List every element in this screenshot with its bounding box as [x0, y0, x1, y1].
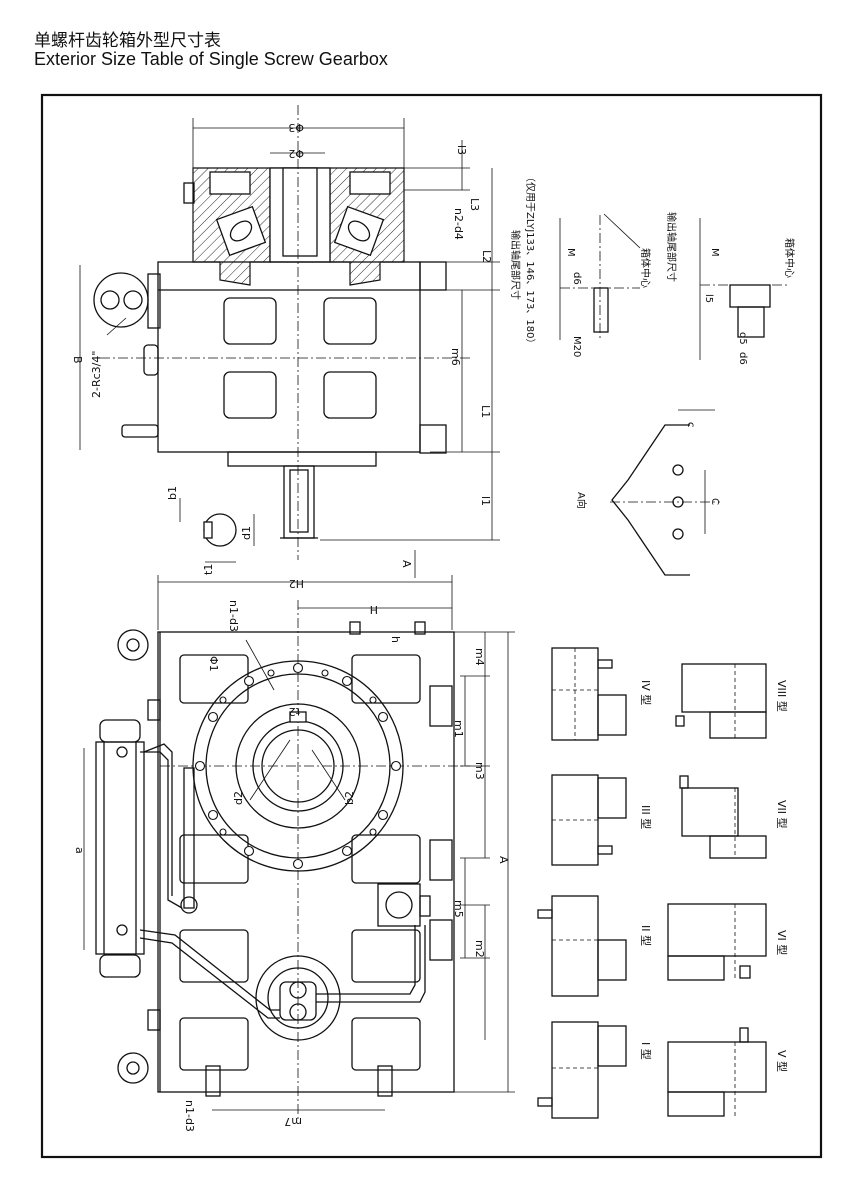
type-iii-label: III 型 — [639, 805, 653, 829]
type-vi-label: VI 型 — [775, 930, 789, 955]
top-view: Φ3 Φ2 l3 L3 n2-d4 L2 — [71, 105, 500, 575]
dim-L1: L1 — [479, 405, 492, 418]
dim-C: C — [709, 498, 720, 505]
dim-L2: L2 — [480, 250, 493, 263]
dim-m1: m1 — [452, 720, 465, 738]
dim-d5: d5 — [737, 332, 748, 345]
type-v-diagram: V 型 — [667, 1027, 789, 1117]
front-view: H2 H A — [73, 550, 515, 1132]
dim-b1: b1 — [166, 486, 179, 500]
dim-l1: l1 — [479, 496, 492, 506]
title-english: Exterior Size Table of Single Screw Gear… — [34, 49, 388, 69]
dim-d1: d1 — [240, 526, 253, 540]
type-v-label: V 型 — [775, 1050, 789, 1072]
type-ii-label: II 型 — [639, 925, 653, 946]
dim-H2: H2 — [289, 577, 304, 590]
shaft-tail-label-cn-2: 输出轴尾部尺寸 — [665, 212, 678, 282]
type-iv-diagram: IV 型 — [551, 647, 653, 741]
dim-M-2: M — [709, 248, 720, 257]
dim-m5: m5 — [452, 900, 465, 918]
dim-a: a — [73, 847, 86, 854]
dim-t2: t2 — [289, 705, 300, 718]
dim-2-rc3-4: 2-Rc3/4" — [90, 351, 103, 398]
shaft-tail-label-cn: 输出轴尾部尺寸 — [509, 230, 522, 300]
dim-d2: d2 — [232, 791, 245, 805]
dim-B: B — [71, 356, 84, 364]
dim-m2: m2 — [473, 940, 486, 958]
A-direction: A向 — [575, 492, 588, 509]
type-viii-diagram: VIII 型 — [675, 663, 789, 739]
dim-d6-1: d6 — [571, 272, 582, 285]
type-i-label: I 型 — [639, 1042, 653, 1060]
type-ii-diagram: II 型 — [537, 895, 653, 997]
type-i-diagram: I 型 — [537, 1021, 653, 1119]
title-chinese: 单螺杆齿轮箱外型尺寸表 — [34, 31, 221, 51]
dim-n1-d3-bottom: n1-d3 — [183, 1100, 196, 1132]
arrow-A: A — [400, 560, 413, 568]
dim-n1-d3-top: n1-d3 — [227, 600, 240, 632]
type-vi-diagram: VI 型 — [667, 903, 789, 981]
dim-c: c — [685, 422, 696, 428]
dim-h: h — [389, 636, 402, 643]
dim-H: H — [370, 603, 378, 616]
shaft-tail-note-cn: （仅用于ZLYJ133、146、173、180） — [524, 172, 536, 349]
dim-M20: M20 — [571, 336, 582, 357]
dim-m3: m3 — [473, 762, 486, 780]
dim-l3-small: l3 — [455, 145, 468, 155]
dim-L3: L3 — [468, 198, 481, 211]
dim-m7: m7 — [284, 1115, 302, 1128]
dim-t1: t1 — [202, 564, 215, 575]
bolt-circle — [194, 662, 402, 870]
dim-m6: m6 — [449, 348, 462, 366]
drawing-frame — [40, 93, 823, 1159]
box-center-1: 箱体中心 — [639, 248, 652, 288]
dim-phi1: Φ1 — [207, 656, 220, 672]
type-iii-diagram: III 型 — [551, 774, 653, 866]
type-vii-diagram: VII 型 — [679, 775, 789, 859]
type-diagrams: IV 型 VIII 型 III 型 VII 型 — [537, 647, 789, 1119]
dim-phi3: Φ3 — [288, 121, 304, 134]
dim-M-1: M — [565, 248, 576, 257]
type-iv-label: IV 型 — [639, 680, 653, 705]
dim-l5: l5 — [703, 294, 714, 303]
type-vii-label: VII 型 — [775, 800, 789, 829]
dim-d6-2: d6 — [737, 352, 748, 365]
dim-phi2: Φ2 — [288, 147, 304, 160]
type-viii-label: VIII 型 — [775, 680, 789, 712]
dim-m4: m4 — [473, 648, 486, 666]
notes-area: 输出轴尾部尺寸 （仅用于ZLYJ133、146、173、180） M d6 M2… — [509, 172, 796, 576]
dim-n2-d4: n2-d4 — [452, 208, 465, 240]
dim-A: A — [497, 856, 510, 864]
box-center-2: 箱体中心 — [783, 238, 796, 278]
dim-b2: b2 — [343, 791, 356, 805]
